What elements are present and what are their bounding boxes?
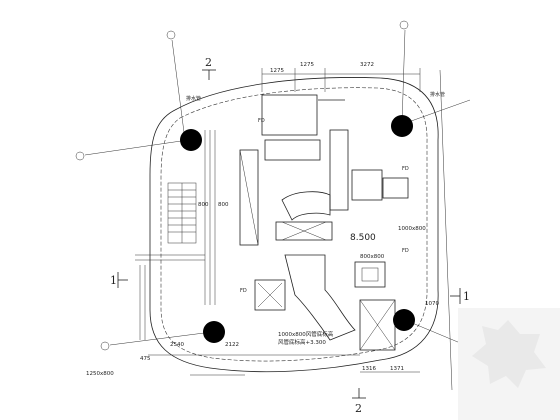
pipe-runs: [135, 130, 216, 340]
dimension-lines: [148, 68, 421, 376]
section-2-bottom: 2: [355, 402, 362, 415]
dim-top-1275a: 1275: [270, 68, 284, 74]
fd-label-1: FD: [258, 118, 265, 124]
duct-system: [239, 94, 409, 351]
elevation-label: 8.500: [350, 233, 376, 243]
dim-bottom-1316: 1316: [362, 366, 376, 372]
staircase: [167, 182, 197, 244]
fd-label-4: FD: [240, 288, 247, 294]
columns: [180, 115, 415, 343]
dim-right-1070: 1070: [425, 301, 439, 307]
fd-label-3: FD: [402, 248, 409, 254]
dim-right-1000x800: 1000x800: [398, 226, 426, 232]
dim-top-3272: 3272: [360, 62, 374, 68]
fd-label-2: FD: [402, 166, 409, 172]
dim-right-800x800: 800x800: [360, 254, 385, 260]
section-markers: [117, 69, 461, 399]
building-outline: [149, 77, 439, 373]
dim-top-1275b: 1275: [300, 62, 314, 68]
dim-left-800a: 800: [198, 202, 209, 208]
dim-bottom-2122: 2122: [225, 342, 239, 348]
grid-axes: [75, 20, 471, 391]
dim-bottom-2540: 2540: [170, 342, 184, 348]
watermark-logo: [458, 308, 560, 420]
section-1-right: 1: [463, 290, 470, 303]
duct-note-2: 风管底标高+3.300: [278, 338, 326, 346]
dim-bottom-1250x800: 1250x800: [86, 371, 114, 377]
section-2-top: 2: [205, 56, 212, 69]
dim-bottom-1371: 1371: [390, 366, 404, 372]
duct-note-1: 1000x800风管底标高: [278, 330, 334, 338]
section-1-left: 1: [110, 274, 117, 287]
pipe-label-left: 排水管: [186, 95, 201, 102]
pipe-label-right: 排水管: [430, 91, 445, 98]
dim-bottom-475: 475: [140, 356, 151, 362]
dim-left-800b: 800: [218, 202, 229, 208]
